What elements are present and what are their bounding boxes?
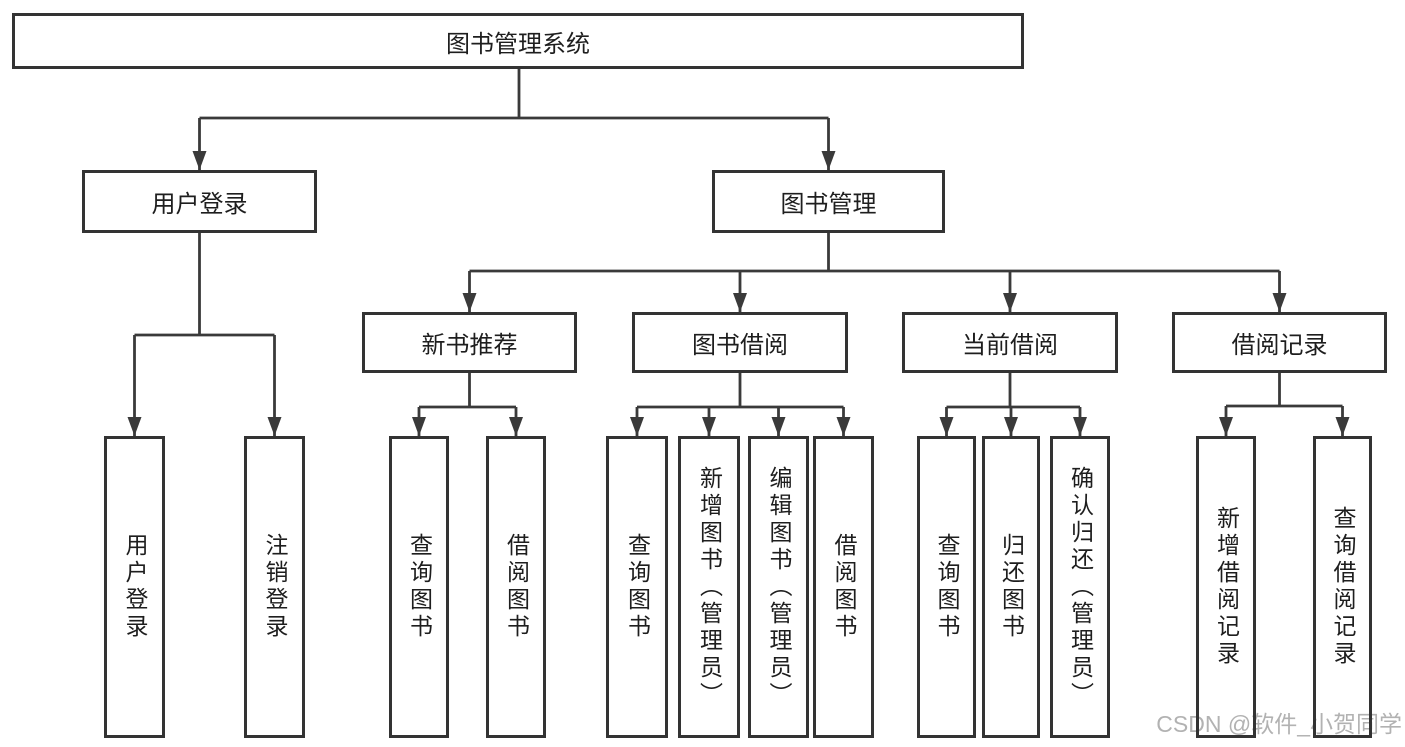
node-leaf-br-add-record-label: 新增借阅记录 [1213, 506, 1240, 668]
node-book-management: 图书管理 [712, 170, 945, 233]
node-leaf-bb-borrow-books-label: 借阅图书 [831, 533, 857, 641]
node-root-label: 图书管理系统 [446, 30, 590, 58]
node-borrowing-records: 借阅记录 [1172, 312, 1387, 373]
node-leaf-nbr-borrow-books: 借阅图书 [486, 436, 546, 738]
node-current-borrowing-label: 当前借阅 [962, 332, 1058, 359]
node-leaf-cb-confirm-return: 确认归还（管理员） [1050, 436, 1110, 738]
node-leaf-bb-add-books-label: 新增图书（管理员） [696, 465, 723, 709]
node-leaf-logout: 注销登录 [244, 436, 305, 738]
node-leaf-bb-query-books: 查询图书 [606, 436, 668, 738]
connector-group [127, 69, 1350, 436]
node-leaf-bb-edit-books: 编辑图书（管理员） [748, 436, 809, 738]
node-user-login-label: 用户登录 [151, 191, 248, 218]
node-borrowing-records-label: 借阅记录 [1231, 332, 1328, 359]
node-book-borrowing-label: 图书借阅 [692, 332, 788, 359]
node-leaf-bb-edit-books-label: 编辑图书（管理员） [766, 465, 792, 709]
node-new-book-recommend: 新书推荐 [362, 312, 577, 373]
node-leaf-nbr-query-books-label: 查询图书 [406, 533, 433, 641]
node-book-management-label: 图书管理 [780, 191, 877, 218]
node-current-borrowing: 当前借阅 [902, 312, 1118, 373]
node-leaf-cb-confirm-return-label: 确认归还（管理员） [1067, 465, 1094, 709]
node-leaf-nbr-borrow-books-label: 借阅图书 [503, 533, 530, 641]
node-root: 图书管理系统 [12, 13, 1024, 69]
node-leaf-logout-label: 注销登录 [262, 533, 288, 641]
node-leaf-cb-return-books: 归还图书 [982, 436, 1040, 738]
node-leaf-bb-borrow-books: 借阅图书 [813, 436, 874, 738]
node-leaf-user-login: 用户登录 [104, 436, 165, 738]
node-book-borrowing: 图书借阅 [632, 312, 848, 373]
node-leaf-br-query-record: 查询借阅记录 [1313, 436, 1372, 738]
node-leaf-nbr-query-books: 查询图书 [389, 436, 449, 738]
node-leaf-br-query-record-label: 查询借阅记录 [1330, 506, 1356, 668]
node-leaf-bb-add-books: 新增图书（管理员） [678, 436, 740, 738]
node-leaf-cb-return-books-label: 归还图书 [998, 533, 1025, 641]
node-leaf-bb-query-books-label: 查询图书 [624, 533, 651, 641]
node-leaf-br-add-record: 新增借阅记录 [1196, 436, 1256, 738]
node-user-login: 用户登录 [82, 170, 317, 233]
node-new-book-recommend-label: 新书推荐 [421, 332, 518, 359]
node-leaf-cb-query-books: 查询图书 [917, 436, 976, 738]
node-leaf-user-login-label: 用户登录 [122, 533, 148, 641]
node-leaf-cb-query-books-label: 查询图书 [934, 533, 960, 641]
